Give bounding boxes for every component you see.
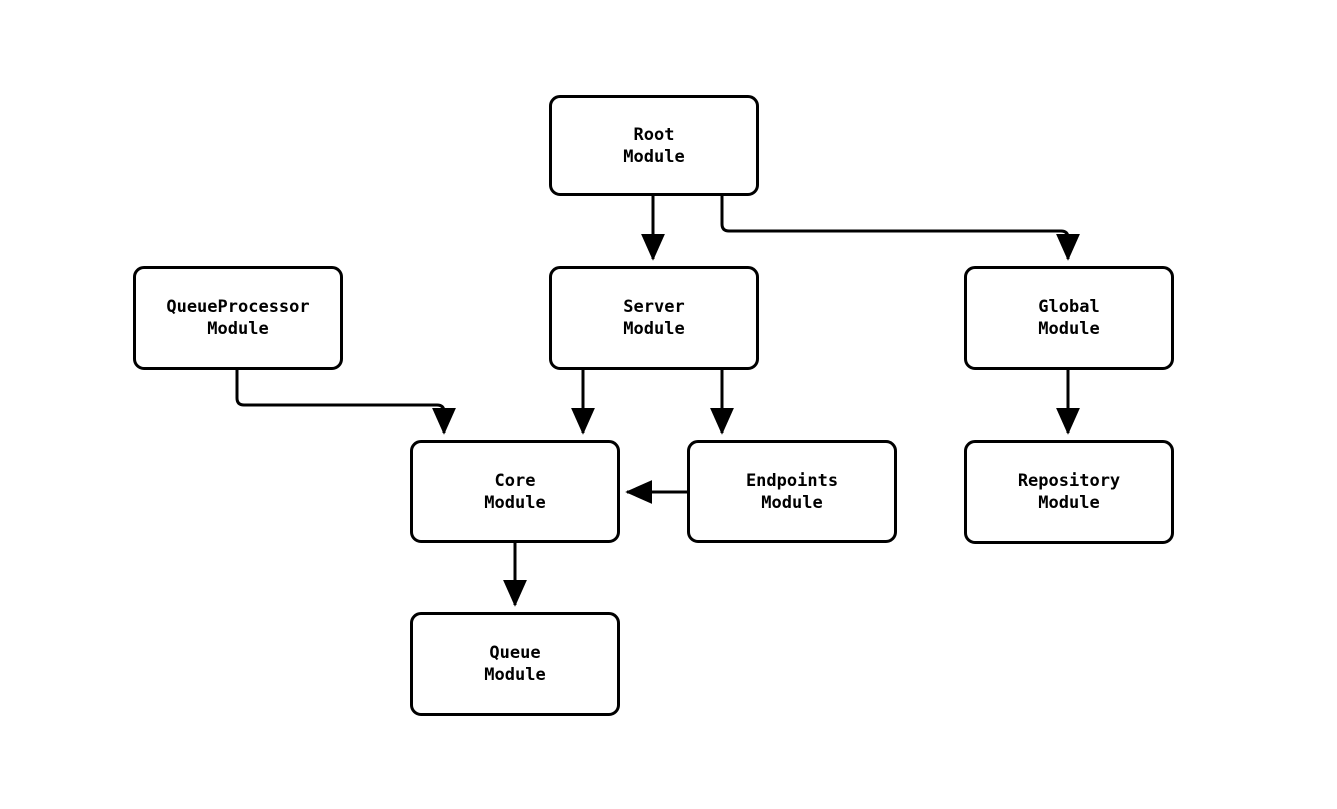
node-queue-module[interactable]: Queue Module bbox=[410, 612, 620, 716]
node-endpoints-module-label: Endpoints Module bbox=[745, 470, 839, 513]
node-root-module[interactable]: Root Module bbox=[549, 95, 759, 196]
node-queueprocessor-module-label: QueueProcessor Module bbox=[166, 297, 310, 339]
node-queue-module-label: Queue Module bbox=[484, 643, 546, 685]
node-server-module-label: Server Module bbox=[623, 297, 685, 339]
node-global-module-label: Global Module bbox=[1038, 297, 1100, 339]
edge-root-to-global bbox=[720, 196, 1080, 261]
node-repository-module-label: Repository Module bbox=[1017, 471, 1121, 513]
node-queueprocessor-module[interactable]: QueueProcessor Module bbox=[133, 266, 343, 370]
node-endpoints-module[interactable]: Endpoints Module bbox=[687, 440, 897, 543]
node-global-module[interactable]: Global Module bbox=[964, 266, 1174, 370]
node-server-module[interactable]: Server Module bbox=[549, 266, 759, 370]
edge-queueprocessor-to-core bbox=[235, 370, 456, 435]
node-root-module-label: Root Module bbox=[623, 124, 685, 167]
node-repository-module[interactable]: Repository Module bbox=[964, 440, 1174, 544]
node-core-module[interactable]: Core Module bbox=[410, 440, 620, 543]
node-core-module-label: Core Module bbox=[484, 470, 546, 513]
